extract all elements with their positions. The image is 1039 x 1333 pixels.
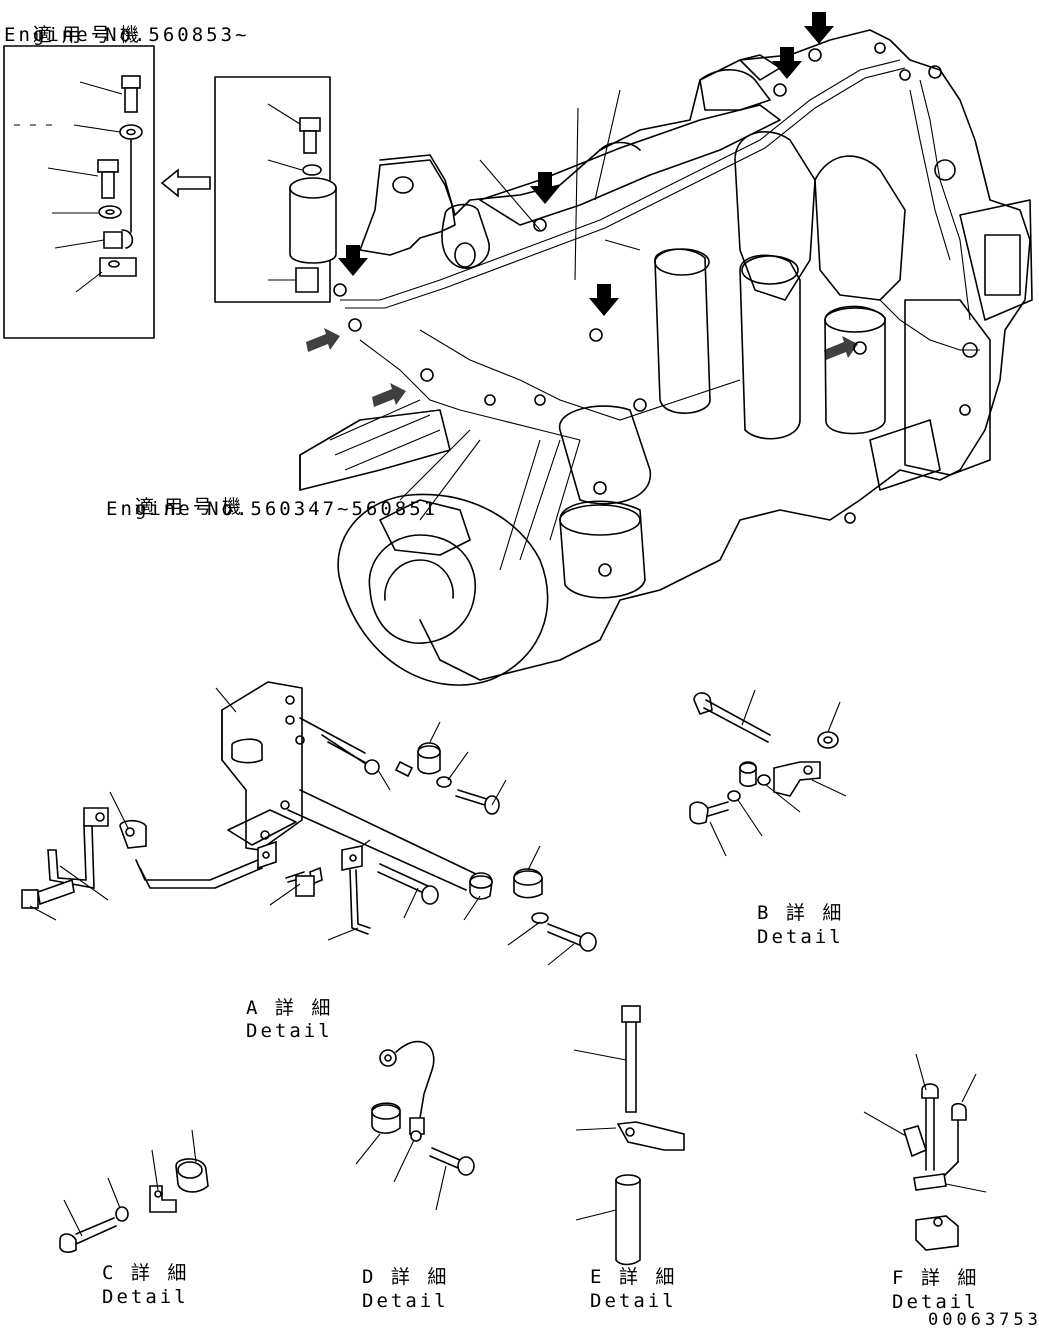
detail-b-en-label: Detail	[757, 926, 844, 948]
detail-f-jp-label: F 詳 細	[892, 1267, 980, 1289]
detail-f-drawing	[863, 1053, 987, 1251]
inset-mid-jp-label: 適用号機	[134, 496, 251, 518]
detail-e-en-label: Detail	[590, 1290, 677, 1312]
inset-box-mid	[214, 76, 337, 303]
inset-box-top-left	[3, 45, 155, 339]
detail-a-drawing	[21, 681, 597, 966]
detail-f-en-label: Detail	[892, 1291, 979, 1313]
inset-top-engine-number: Engine No.560853~	[4, 24, 250, 46]
detail-a-jp-label: A 詳 細	[246, 997, 334, 1019]
inset-mid-applicable-machine: 適用号機	[106, 474, 251, 518]
detail-c-en-label: Detail	[102, 1286, 189, 1308]
inset-mid-engine-number: Engine No.560347~560851	[106, 498, 439, 520]
inset-top-jp-label: 適用号機	[32, 24, 149, 46]
hollow-left-arrow-icon	[160, 168, 211, 198]
drawing-code: 00063753	[928, 1310, 1039, 1330]
inset-top-applicable-machine: 適用号機	[4, 2, 149, 46]
black-down-arrow-icon	[338, 12, 834, 316]
detail-b-jp-label: B 詳 細	[757, 902, 845, 924]
detail-d-jp-label: D 詳 細	[362, 1266, 450, 1288]
detail-d-en-label: Detail	[362, 1290, 449, 1312]
detail-a-en-label: Detail	[246, 1020, 333, 1042]
detail-b-drawing	[689, 689, 847, 857]
detail-c-drawing	[59, 1129, 209, 1253]
engine-assembly	[299, 29, 1033, 686]
detail-d-drawing	[355, 1040, 475, 1211]
detail-e-jp-label: E 詳 細	[590, 1266, 678, 1288]
detail-e-drawing	[573, 1005, 685, 1266]
hatched-arrow-icon	[306, 328, 858, 407]
detail-c-jp-label: C 詳 細	[102, 1262, 190, 1284]
